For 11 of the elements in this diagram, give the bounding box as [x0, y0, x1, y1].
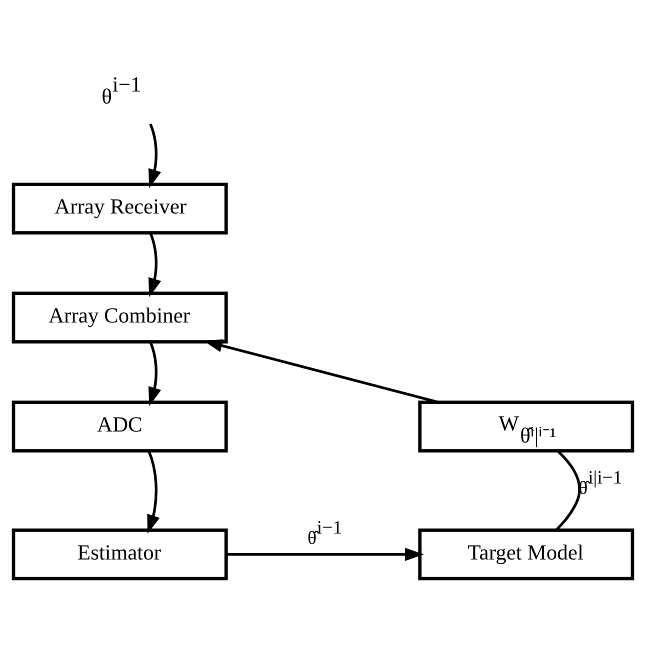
arrow: [226, 548, 424, 561]
connector: [555, 450, 581, 531]
node-box: Array Combiner: [12, 292, 228, 344]
node-box: Target Model: [418, 528, 634, 580]
node-box: Estimator: [12, 528, 228, 580]
arrow: [148, 124, 162, 188]
node-box: Array Receiver: [12, 182, 228, 234]
arrow: [148, 342, 162, 406]
arrow: [148, 232, 162, 298]
arrow: [147, 450, 160, 534]
node-box: ADC: [12, 400, 228, 452]
